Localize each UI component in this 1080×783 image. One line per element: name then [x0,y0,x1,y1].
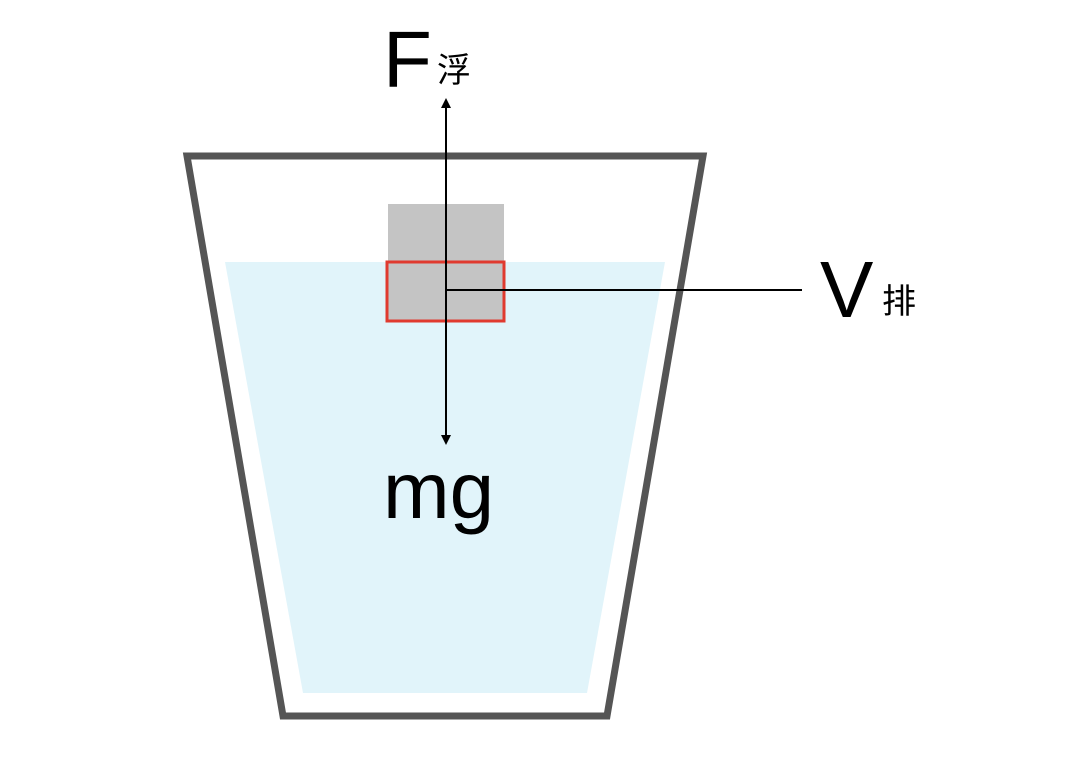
displaced-volume-label-subscript: 排 [882,283,916,321]
gravity-label: mg [383,446,494,535]
water [225,262,665,693]
displaced-volume-label-main: V [820,245,874,334]
container-outline [182,152,708,720]
buoyancy-label-subscript: 浮 [437,52,471,90]
buoyancy-label-main: F [383,15,432,104]
